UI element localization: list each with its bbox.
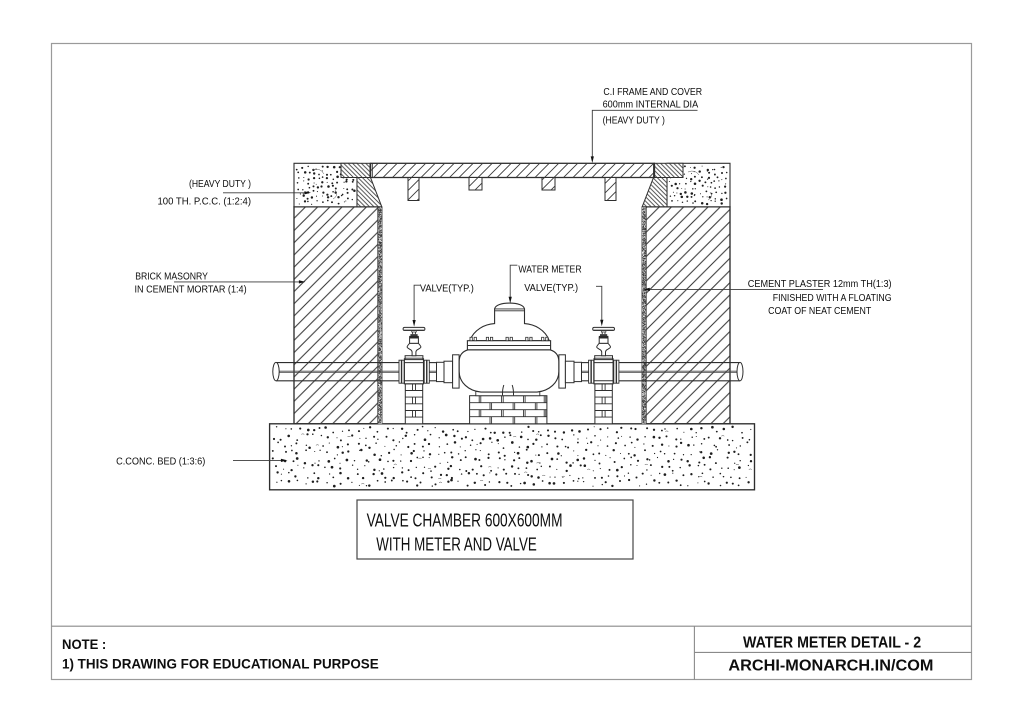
svg-text:VALVE(TYP.): VALVE(TYP.) [420,283,474,294]
svg-text:VALVE(TYP.): VALVE(TYP.) [524,283,578,294]
svg-text:COAT OF NEAT CEMENT: COAT OF NEAT CEMENT [768,306,871,317]
svg-text:WATER METER DETAIL - 2: WATER METER DETAIL - 2 [743,635,921,652]
svg-text:CEMENT PLASTER 12mm TH(1:3): CEMENT PLASTER 12mm TH(1:3) [748,279,892,290]
svg-text:600mm INTERNAL DIA: 600mm INTERNAL DIA [603,100,699,111]
svg-text:NOTE :: NOTE : [62,636,106,652]
svg-text:(HEAVY DUTY ): (HEAVY DUTY ) [189,179,251,190]
svg-text:C.CONC. BED (1:3:6): C.CONC. BED (1:3:6) [116,456,205,467]
svg-text:FINISHED WITH A FLOATING: FINISHED WITH A FLOATING [773,293,892,304]
svg-text:1) THIS DRAWING FOR EDUCATIONA: 1) THIS DRAWING FOR EDUCATIONAL PURPOSE [62,655,379,671]
svg-text:IN CEMENT MORTAR (1:4): IN CEMENT MORTAR (1:4) [135,285,247,296]
svg-text:ARCHI-MONARCH.IN/COM: ARCHI-MONARCH.IN/COM [728,657,933,674]
svg-text:(HEAVY DUTY ): (HEAVY DUTY ) [603,116,665,127]
svg-text:WITH METER AND VALVE: WITH METER AND VALVE [376,534,537,555]
svg-text:C.I FRAME AND COVER: C.I FRAME AND COVER [603,87,702,98]
svg-text:WATER METER: WATER METER [518,264,581,275]
svg-text:VALVE CHAMBER 600X600MM: VALVE CHAMBER 600X600MM [367,509,563,530]
svg-text:100 TH. P.C.C. (1:2:4): 100 TH. P.C.C. (1:2:4) [158,196,252,207]
svg-text:BRICK MASONRY: BRICK MASONRY [135,272,208,283]
